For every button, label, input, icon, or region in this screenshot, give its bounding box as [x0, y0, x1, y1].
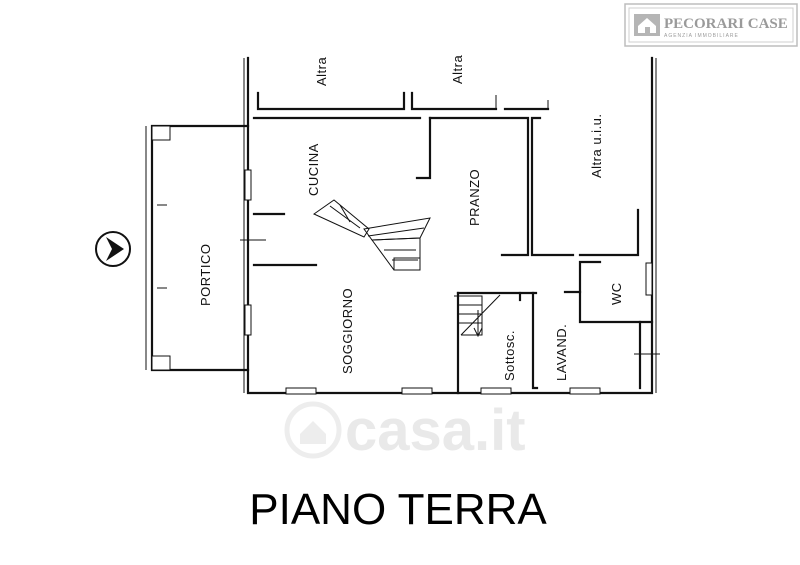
north-arrow-icon: [95, 231, 131, 267]
plan-title: PIANO TERRA: [249, 485, 547, 534]
agency-logo: PECORARI CASE AGENZIA IMMOBILIARE: [624, 3, 798, 47]
windows: [244, 169, 653, 395]
outer-walls: [243, 56, 657, 395]
room-label-pranzo: PRANZO: [467, 169, 482, 226]
logo-tagline: AGENZIA IMMOBILIARE: [664, 33, 739, 39]
watermark-text: casa.it: [345, 398, 526, 463]
room-label-soggiorno: SOGGIORNO: [340, 288, 355, 374]
logo-brand: PECORARI CASE: [664, 16, 788, 32]
stairs: [312, 199, 501, 338]
top-boundary: [256, 91, 550, 111]
watermark: casa.it: [284, 398, 526, 463]
portico-area: [145, 124, 250, 372]
interior-walls: [240, 116, 660, 395]
room-label-altra-uiu: Altra u.i.u.: [589, 113, 604, 178]
logo-house-icon: [634, 14, 660, 36]
room-label-wc: WC: [609, 282, 624, 305]
room-label-portico: PORTICO: [198, 244, 213, 307]
room-label-altra-1: Altra: [314, 57, 329, 87]
room-label-altra-2: Altra: [450, 55, 465, 85]
room-label-lavanderia: LAVAND.: [554, 324, 569, 381]
room-label-cucina: CUCINA: [306, 143, 321, 196]
room-label-sottoscala: Sottosc.: [502, 330, 517, 381]
